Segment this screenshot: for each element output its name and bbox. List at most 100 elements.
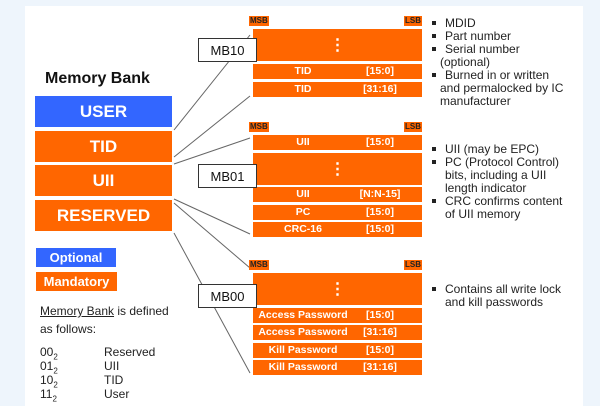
mb00-lsb-label: LSB [404,260,422,270]
row-field: PC [295,206,311,218]
bullet-icon [432,47,436,51]
row-field: UII [296,188,310,200]
def-name: Reserved [104,345,156,359]
legend-optional: Optional [36,248,116,267]
def-code: 01 [40,359,54,373]
def-base: 2 [53,366,58,376]
note-item: UII (may be EPC) [432,143,582,156]
memory-bank-title: Memory Bank [45,70,150,87]
note-item: Part number [432,30,582,43]
mb00-label-box: MB00 [198,284,257,308]
row-field: Kill Password [268,361,338,373]
mb01-row: UII [N:N-15] [253,187,422,202]
row-bits: [15:0] [365,223,394,235]
mb10-row: TID [31:16] [253,82,422,97]
row-field: UII [296,136,310,148]
note-item: CRC confirms content [432,195,582,208]
note-text: Serial number [445,42,520,56]
row-bits: [15:0] [365,344,394,356]
mb01-notes: UII (may be EPC) PC (Protocol Control) b… [432,143,582,221]
note-text: CRC confirms content [445,194,563,208]
bullet-icon [432,73,436,77]
definition-text: Memory Bank is defined as follows: [40,302,169,338]
row-field: Access Password [258,326,348,338]
mb01-ellipsis-block: ⋮ [253,153,422,185]
def-base: 2 [52,394,57,404]
row-field: Kill Password [268,344,338,356]
mb01-row: UII [15:0] [253,135,422,150]
mb01-lsb-label: LSB [404,122,422,132]
note-text: UII (may be EPC) [445,142,540,156]
row-bits: [15:0] [365,65,394,77]
connector-uii-mb01-top [173,137,251,165]
definition-rest: is defined [114,304,169,318]
connector-reserved-mb00-top [173,202,251,269]
row-field: CRC-16 [284,223,322,235]
bullet-icon [432,147,436,151]
definition-underlined: Memory Bank [40,304,115,318]
bullet-icon [432,287,436,291]
bullet-icon [432,21,436,25]
bank-user: USER [35,96,172,127]
def-base: 2 [53,352,58,362]
row-bits: [15:0] [365,136,394,148]
mb10-notes: MDID Part number Serial number (optional… [432,17,582,108]
def-code: 00 [40,345,54,359]
mb01-msb-label: MSB [249,122,269,132]
row-field: TID [294,65,312,77]
mb10-label-box: MB10 [198,38,257,62]
bank-tid: TID [35,131,172,162]
row-bits: [N:N-15] [359,188,401,200]
row-bits: [15:0] [365,206,394,218]
bullet-icon [432,34,436,38]
mb00-ellipsis-block: ⋮ [253,273,422,305]
mb00-msb-label: MSB [249,260,269,270]
mb10-ellipsis-block: ⋮ [253,29,422,61]
def-name: TID [104,373,124,387]
bullet-icon [432,199,436,203]
definition-line2: as follows: [40,322,97,336]
connector-uii-mb01-bottom [173,198,251,235]
note-continuation: (optional) [440,55,491,69]
mb01-row: CRC-16 [15:0] [253,222,422,237]
def-code: 11 [40,387,53,401]
mb10-lsb-label: LSB [404,16,422,26]
def-base: 2 [53,380,58,390]
note-text: MDID [445,16,476,30]
mb01-row: PC [15:0] [253,205,422,220]
note-item: Contains all write lock [432,283,582,296]
mb01-label-box: MB01 [198,164,257,188]
note-continuation: bits, including a UII length indicator [445,168,547,195]
note-continuation: of UII memory [445,207,521,221]
note-continuation: and kill passwords [445,295,544,309]
mb00-row: Kill Password [15:0] [253,343,422,358]
mb00-row: Kill Password [31:16] [253,360,422,375]
row-bits: [31:16] [363,326,397,338]
legend-mandatory: Mandatory [36,272,117,291]
note-text: Part number [445,29,512,43]
note-text: Burned in or written [445,68,550,82]
mb00-notes: Contains all write lock and kill passwor… [432,283,582,309]
row-bits: [31:16] [363,83,397,95]
note-item: MDID [432,17,582,30]
connector-tid-mb10-bottom [173,95,251,158]
def-name: User [104,387,130,401]
row-field: Access Password [258,309,348,321]
mb00-row: Access Password [15:0] [253,308,422,323]
row-field: TID [294,83,312,95]
def-code: 10 [40,373,54,387]
note-item: Burned in or written [432,69,582,82]
mb00-row: Access Password [31:16] [253,325,422,340]
def-name: UII [104,359,120,373]
note-text: Contains all write lock [445,282,562,296]
note-text: PC (Protocol Control) [445,155,560,169]
row-bits: [15:0] [365,309,394,321]
mb10-row: TID [15:0] [253,64,422,79]
note-item: PC (Protocol Control) [432,156,582,169]
mb10-msb-label: MSB [249,16,269,26]
note-item: Serial number [432,43,582,56]
note-continuation: and permalocked by IC manufacturer [440,81,564,108]
bullet-icon [432,160,436,164]
bank-uii: UII [35,165,172,196]
bank-reserved: RESERVED [35,200,172,231]
